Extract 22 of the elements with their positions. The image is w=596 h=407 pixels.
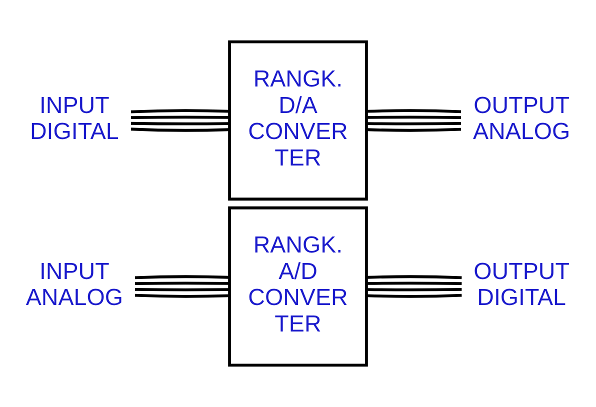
connector: [366, 116, 461, 119]
connector: [366, 288, 462, 292]
connector: [130, 128, 230, 132]
connector: [366, 282, 462, 286]
connector: [130, 116, 230, 120]
connector: [366, 109, 462, 114]
connector: [366, 128, 462, 132]
node-box: RANGK. D/A CONVER TER: [228, 40, 368, 201]
connector: [130, 122, 230, 126]
connector: [134, 294, 230, 298]
connector: [366, 122, 461, 126]
node-text: OUTPUT ANALOG: [473, 92, 570, 144]
connector: [366, 275, 462, 280]
node-text: OUTPUT DIGITAL: [474, 258, 570, 310]
node-text: INPUT DIGITAL: [30, 92, 119, 144]
connector: [135, 288, 230, 292]
connector: [366, 294, 462, 298]
connector: [134, 275, 230, 280]
node-box: RANGK. A/D CONVER TER: [228, 206, 368, 367]
node-text: INPUT ANALOG: [26, 258, 123, 310]
connector: [130, 109, 230, 114]
connector: [135, 282, 230, 286]
